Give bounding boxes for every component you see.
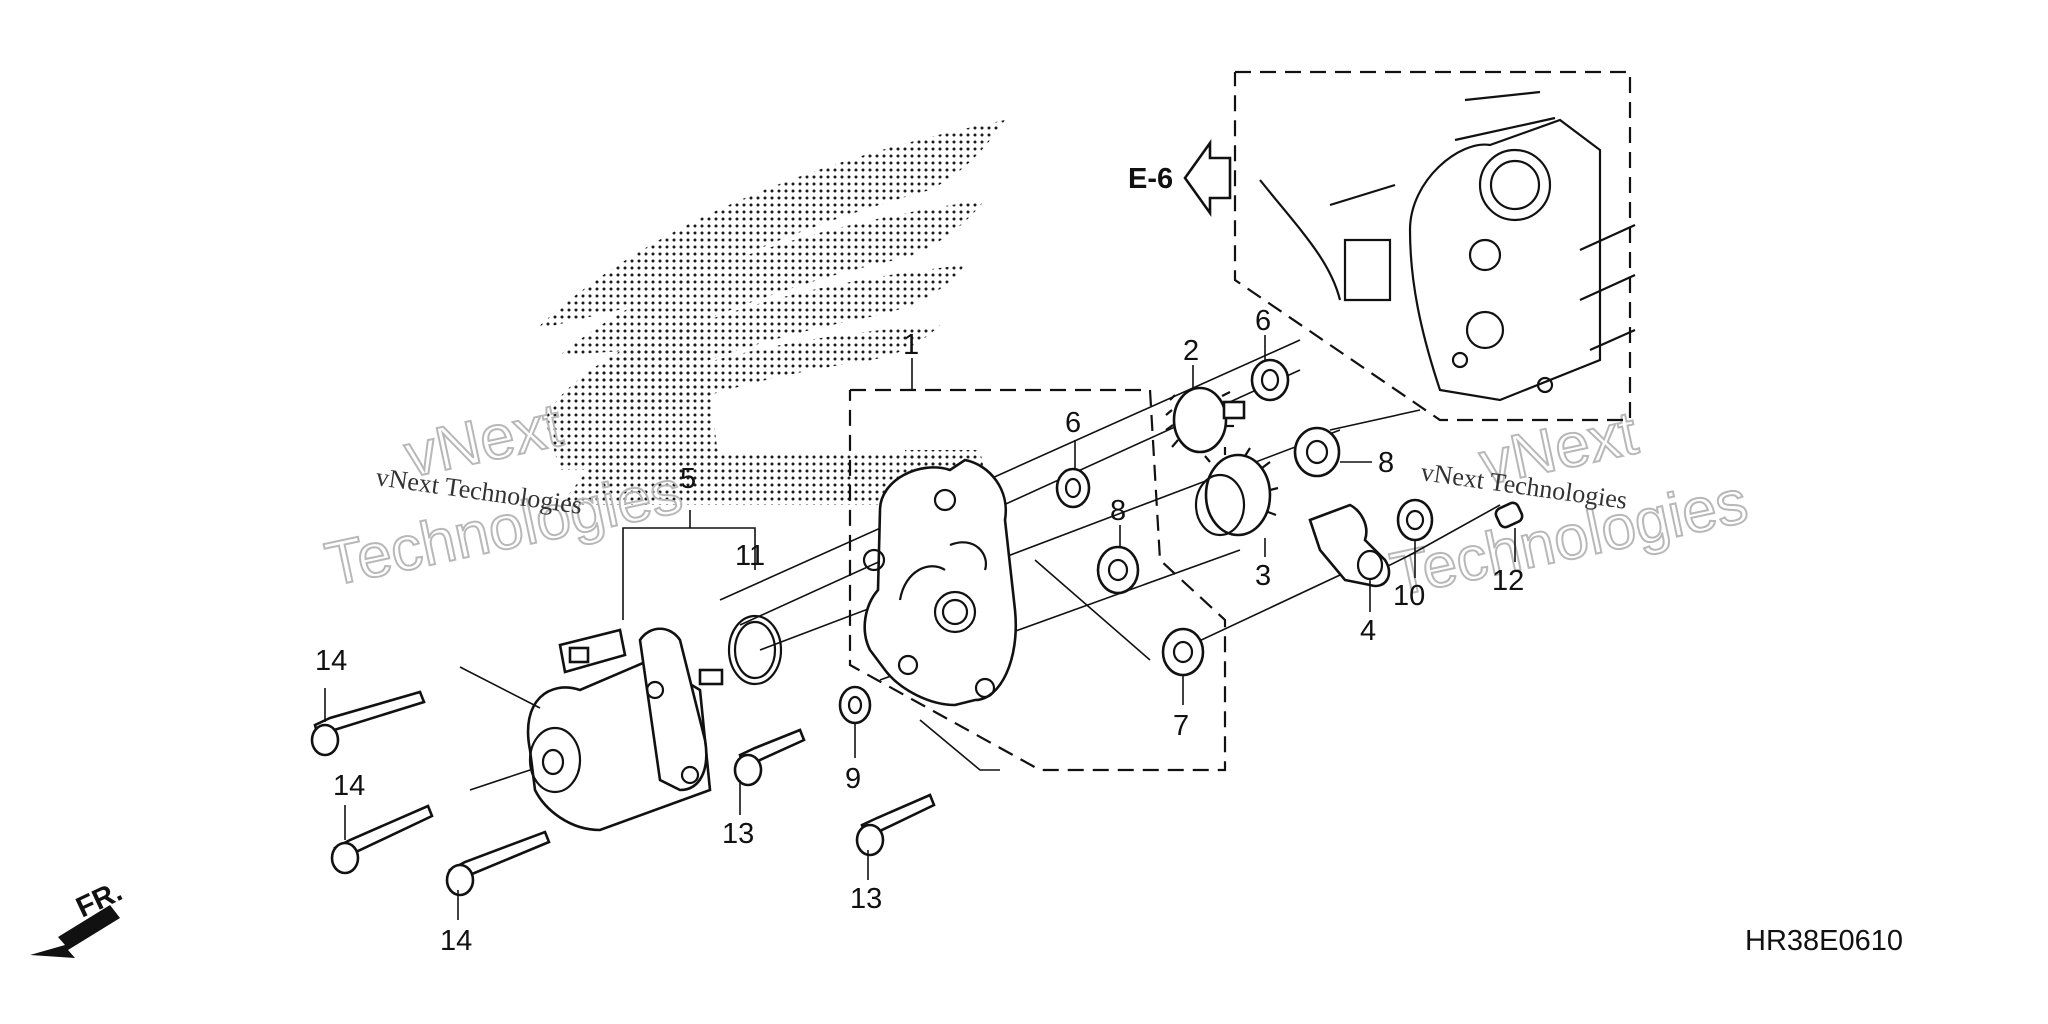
callout-6-upper: 6 (1255, 305, 1271, 337)
bearing-6-lower (1055, 467, 1091, 509)
callout-1: 1 (903, 329, 919, 361)
housing-cover (862, 458, 1018, 707)
callout-13b: 13 (850, 883, 882, 915)
callout-4: 4 (1360, 615, 1376, 647)
callout-2: 2 (1183, 335, 1199, 367)
front-arrow: FR. (30, 876, 127, 958)
callout-5: 5 (680, 463, 696, 495)
callout-10: 10 (1393, 580, 1425, 612)
crankcase-reference-box (1233, 70, 1636, 422)
part1-bracket (848, 388, 1227, 772)
drawing-code: HR38E0610 (1745, 925, 1903, 957)
wing-logo (535, 120, 1005, 505)
callouts: 1 2 3 4 5 6 6 7 8 8 9 10 11 12 13 13 14 … (315, 305, 1524, 957)
gear-2 (1165, 386, 1246, 454)
e6-reference-arrow: E-6 (1128, 138, 1232, 218)
motor-5 (526, 627, 724, 832)
callout-8-upper: 8 (1378, 447, 1394, 479)
washer-9 (838, 685, 872, 725)
callout-7: 7 (1173, 710, 1189, 742)
callout-11: 11 (735, 540, 765, 572)
gear-3 (1194, 447, 1279, 537)
bolt-14a (310, 690, 426, 757)
callout-6-lower: 6 (1065, 407, 1081, 439)
ref-label-e6: E-6 (1128, 163, 1173, 195)
callout-13a: 13 (722, 818, 754, 850)
collar-12 (1494, 501, 1524, 529)
callout-14c: 14 (440, 925, 472, 957)
bearing-8-upper (1293, 426, 1341, 478)
leader-lines (324, 335, 1516, 920)
shift-arm-4 (1308, 503, 1391, 588)
callout-14b: 14 (333, 770, 365, 802)
callout-9: 9 (845, 763, 861, 795)
bearing-8-lower (1096, 545, 1140, 595)
bolt-14b (330, 804, 434, 875)
bolt-13b (855, 793, 936, 857)
callout-12: 12 (1492, 565, 1524, 597)
bearing-7 (1161, 627, 1205, 677)
o-ring-11 (727, 614, 783, 686)
callout-3: 3 (1255, 560, 1271, 592)
bolt-14c (445, 830, 551, 897)
callout-8-lower: 8 (1110, 495, 1126, 527)
callout-14a: 14 (315, 645, 347, 677)
bearing-10 (1396, 498, 1434, 542)
bolt-13a (733, 728, 806, 787)
bearing-6-upper (1250, 358, 1290, 402)
